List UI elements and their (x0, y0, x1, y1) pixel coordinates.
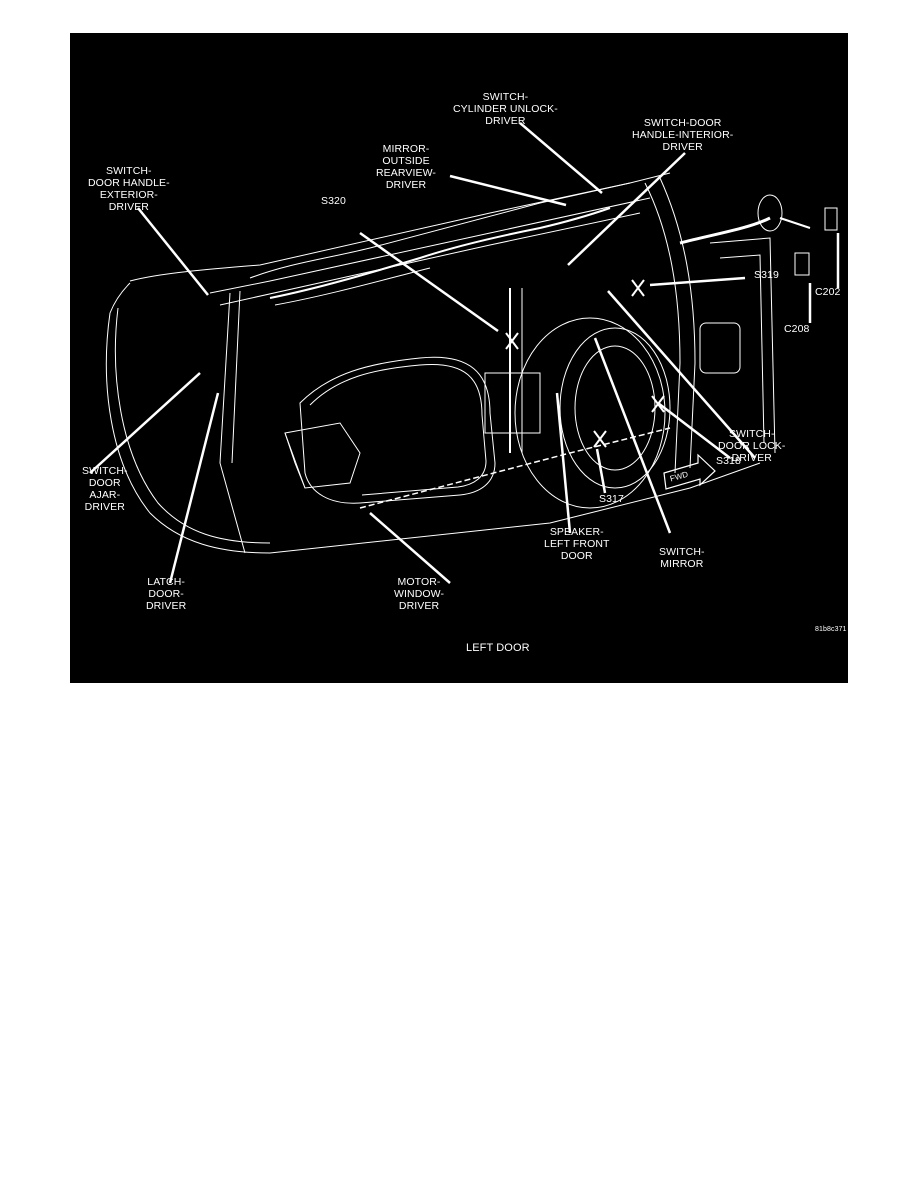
label-speaker-left-front-door: SPEAKER- LEFT FRONT DOOR (544, 526, 610, 562)
label-s320: S320 (321, 195, 346, 207)
label-c202: C202 (815, 286, 841, 298)
door-line-art (89, 122, 840, 584)
label-s317: S317 (599, 493, 624, 505)
label-switch-door-ajar: SWITCH- DOOR AJAR- DRIVER (82, 465, 128, 513)
diagram-panel: SWITCH- DOOR HANDLE- EXTERIOR- DRIVER S3… (70, 33, 848, 683)
label-switch-door-handle-interior: SWITCH-DOOR HANDLE-INTERIOR- DRIVER (632, 117, 734, 153)
label-switch-mirror: SWITCH- MIRROR (659, 546, 705, 570)
label-switch-cylinder-unlock: SWITCH- CYLINDER UNLOCK- DRIVER (453, 91, 558, 127)
label-switch-door-lock: SWITCH- DOOR LOCK- DRIVER (718, 428, 786, 464)
label-latch-door: LATCH- DOOR- DRIVER (146, 576, 187, 612)
label-s318: S318 (716, 455, 741, 467)
label-c208: C208 (784, 323, 810, 335)
label-mirror-outside-rearview: MIRROR- OUTSIDE REARVIEW- DRIVER (376, 143, 437, 191)
label-switch-door-handle-exterior: SWITCH- DOOR HANDLE- EXTERIOR- DRIVER (88, 165, 170, 213)
figure-title: LEFT DOOR (466, 642, 530, 654)
label-motor-window: MOTOR- WINDOW- DRIVER (394, 576, 445, 612)
label-s319: S319 (754, 269, 779, 281)
figure-id: 81b8c371 (815, 626, 847, 633)
